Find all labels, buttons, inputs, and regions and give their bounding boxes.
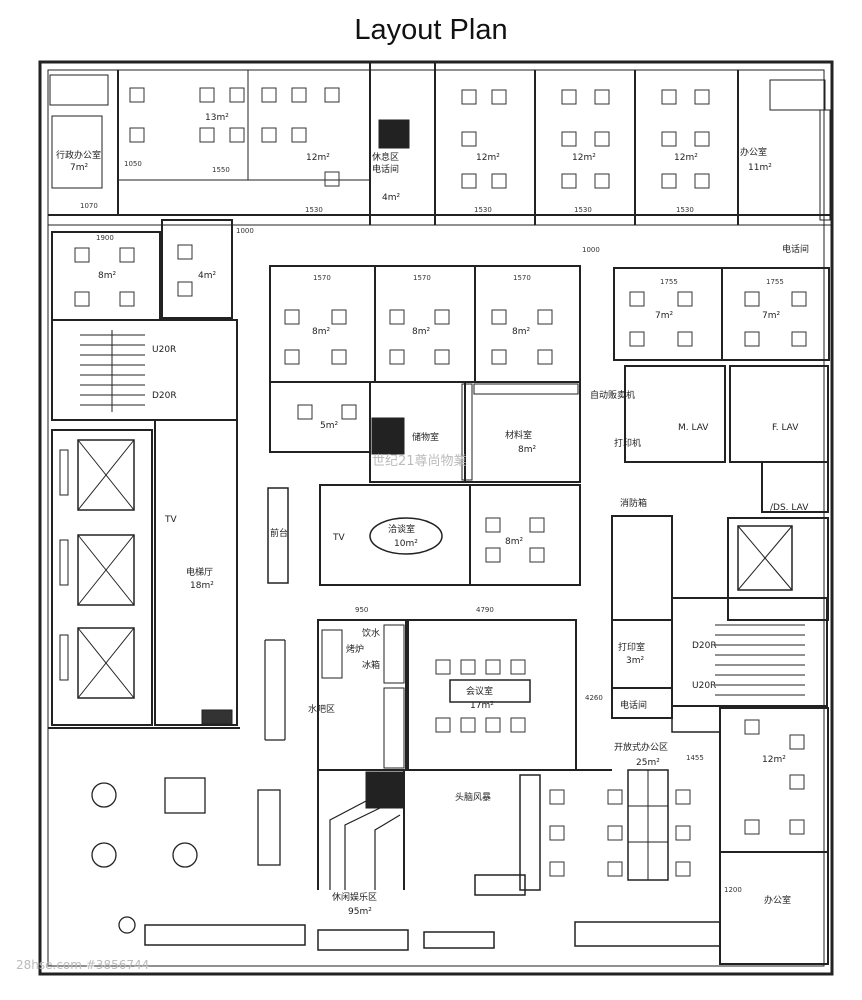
label-open-office: 开放式办公区 (614, 741, 668, 753)
dim-4260: 4260 (585, 694, 603, 702)
label-office-top-right: 办公室 (740, 146, 767, 158)
label-office-d-area: 12m² (572, 153, 596, 163)
label-stair-u20r-1: U20R (152, 345, 176, 355)
label-conference: 会议室 (466, 685, 493, 697)
label-negotiation: 洽谈室 (388, 523, 415, 535)
label-admin-office: 行政办公室 (56, 149, 101, 161)
label-negotiation-area: 10m² (394, 539, 418, 549)
label-room-7-a: 7m² (655, 311, 673, 321)
label-oven: 烤炉 (346, 643, 364, 655)
label-stair-d20r-1: D20R (152, 391, 177, 401)
dim-950: 950 (355, 606, 368, 614)
label-tv-mid: TV (332, 533, 345, 543)
label-meet-8-c: 8m² (512, 327, 530, 337)
label-rest-area-size: 4m² (382, 193, 400, 203)
label-brainstorm: 头脑风暴 (455, 791, 491, 803)
dim-1755-b: 1755 (766, 278, 784, 286)
dim-1530-a: 1530 (305, 206, 323, 214)
dim-1000-a: 1000 (236, 227, 254, 235)
dim-1530-c: 1530 (574, 206, 592, 214)
label-conference-area: 17m² (470, 701, 494, 711)
label-room-5: 5m² (320, 421, 338, 431)
label-ds-lav: /DS. LAV (770, 503, 809, 513)
dim-1550: 1550 (212, 166, 230, 174)
label-fridge: 冰箱 (362, 659, 380, 671)
label-rest-area: 休息区 (372, 151, 399, 163)
label-stair-d20r-2: D20R (692, 641, 717, 651)
label-vending: 自动贩卖机 (590, 389, 635, 401)
dim-1200: 1200 (724, 886, 742, 894)
label-office-bottom-right: 办公室 (764, 894, 791, 906)
label-admin-office-area: 7m² (70, 163, 88, 173)
label-storage: 储物室 (412, 431, 439, 443)
label-office-a-area: 13m² (205, 113, 229, 123)
label-lift-lobby-area: 18m² (190, 581, 214, 591)
label-drinks: 饮水 (362, 627, 380, 639)
label-reception: 前台 (270, 527, 288, 539)
label-room-4-left: 4m² (198, 271, 216, 281)
label-meet-8-a: 8m² (312, 327, 330, 337)
label-room-8-left: 8m² (98, 271, 116, 281)
dim-1050-a: 1050 (124, 160, 142, 168)
dim-1570-a: 1570 (313, 274, 331, 282)
dim-1900: 1900 (96, 234, 114, 242)
dim-1530-b: 1530 (474, 206, 492, 214)
label-meet-8-b: 8m² (412, 327, 430, 337)
label-office-c-area: 12m² (476, 153, 500, 163)
dim-1570-b: 1570 (413, 274, 431, 282)
label-phone-room-right: 电话间 (782, 243, 809, 255)
label-office-e-area: 12m² (674, 153, 698, 163)
dim-1070: 1070 (80, 202, 98, 210)
dim-1755-a: 1755 (660, 278, 678, 286)
label-m-lav: M. LAV (678, 423, 709, 433)
label-fire-box: 消防箱 (620, 497, 647, 509)
label-print-room-area: 3m² (626, 656, 644, 666)
dim-1455: 1455 (686, 754, 704, 762)
dim-1000-b: 1000 (582, 246, 600, 254)
label-open-office-area: 25m² (636, 758, 660, 768)
label-lift-lobby: 电梯厅 (186, 566, 213, 578)
label-f-lav: F. LAV (772, 423, 799, 433)
watermark-bottom: 28hse.com #3856744 (16, 958, 150, 972)
label-office-lower-right-area: 12m² (762, 755, 786, 765)
dim-4790: 4790 (476, 606, 494, 614)
watermark-center: 世纪21尊尚物業 (372, 454, 467, 469)
label-office-top-right-area: 11m² (748, 163, 772, 173)
label-office-b-area: 12m² (306, 153, 330, 163)
label-print-room: 打印室 (618, 641, 645, 653)
label-leisure-area: 95m² (348, 907, 372, 917)
label-small-meet-area: 8m² (505, 537, 523, 547)
label-phone-room-lower: 电话间 (620, 699, 647, 711)
dim-1570-c: 1570 (513, 274, 531, 282)
label-water-bar: 水吧区 (308, 703, 335, 715)
label-room-7-b: 7m² (762, 311, 780, 321)
label-printer-right: 打印机 (614, 437, 641, 449)
page-title: Layout Plan (354, 14, 508, 46)
label-tv-left: TV (164, 515, 177, 525)
dim-1530-d: 1530 (676, 206, 694, 214)
label-material-area: 8m² (518, 445, 536, 455)
label-leisure: 休闲娱乐区 (332, 891, 377, 903)
label-phone-room: 电话间 (372, 163, 399, 175)
label-material-room: 材料室 (505, 429, 532, 441)
label-stair-u20r-2: U20R (692, 681, 716, 691)
